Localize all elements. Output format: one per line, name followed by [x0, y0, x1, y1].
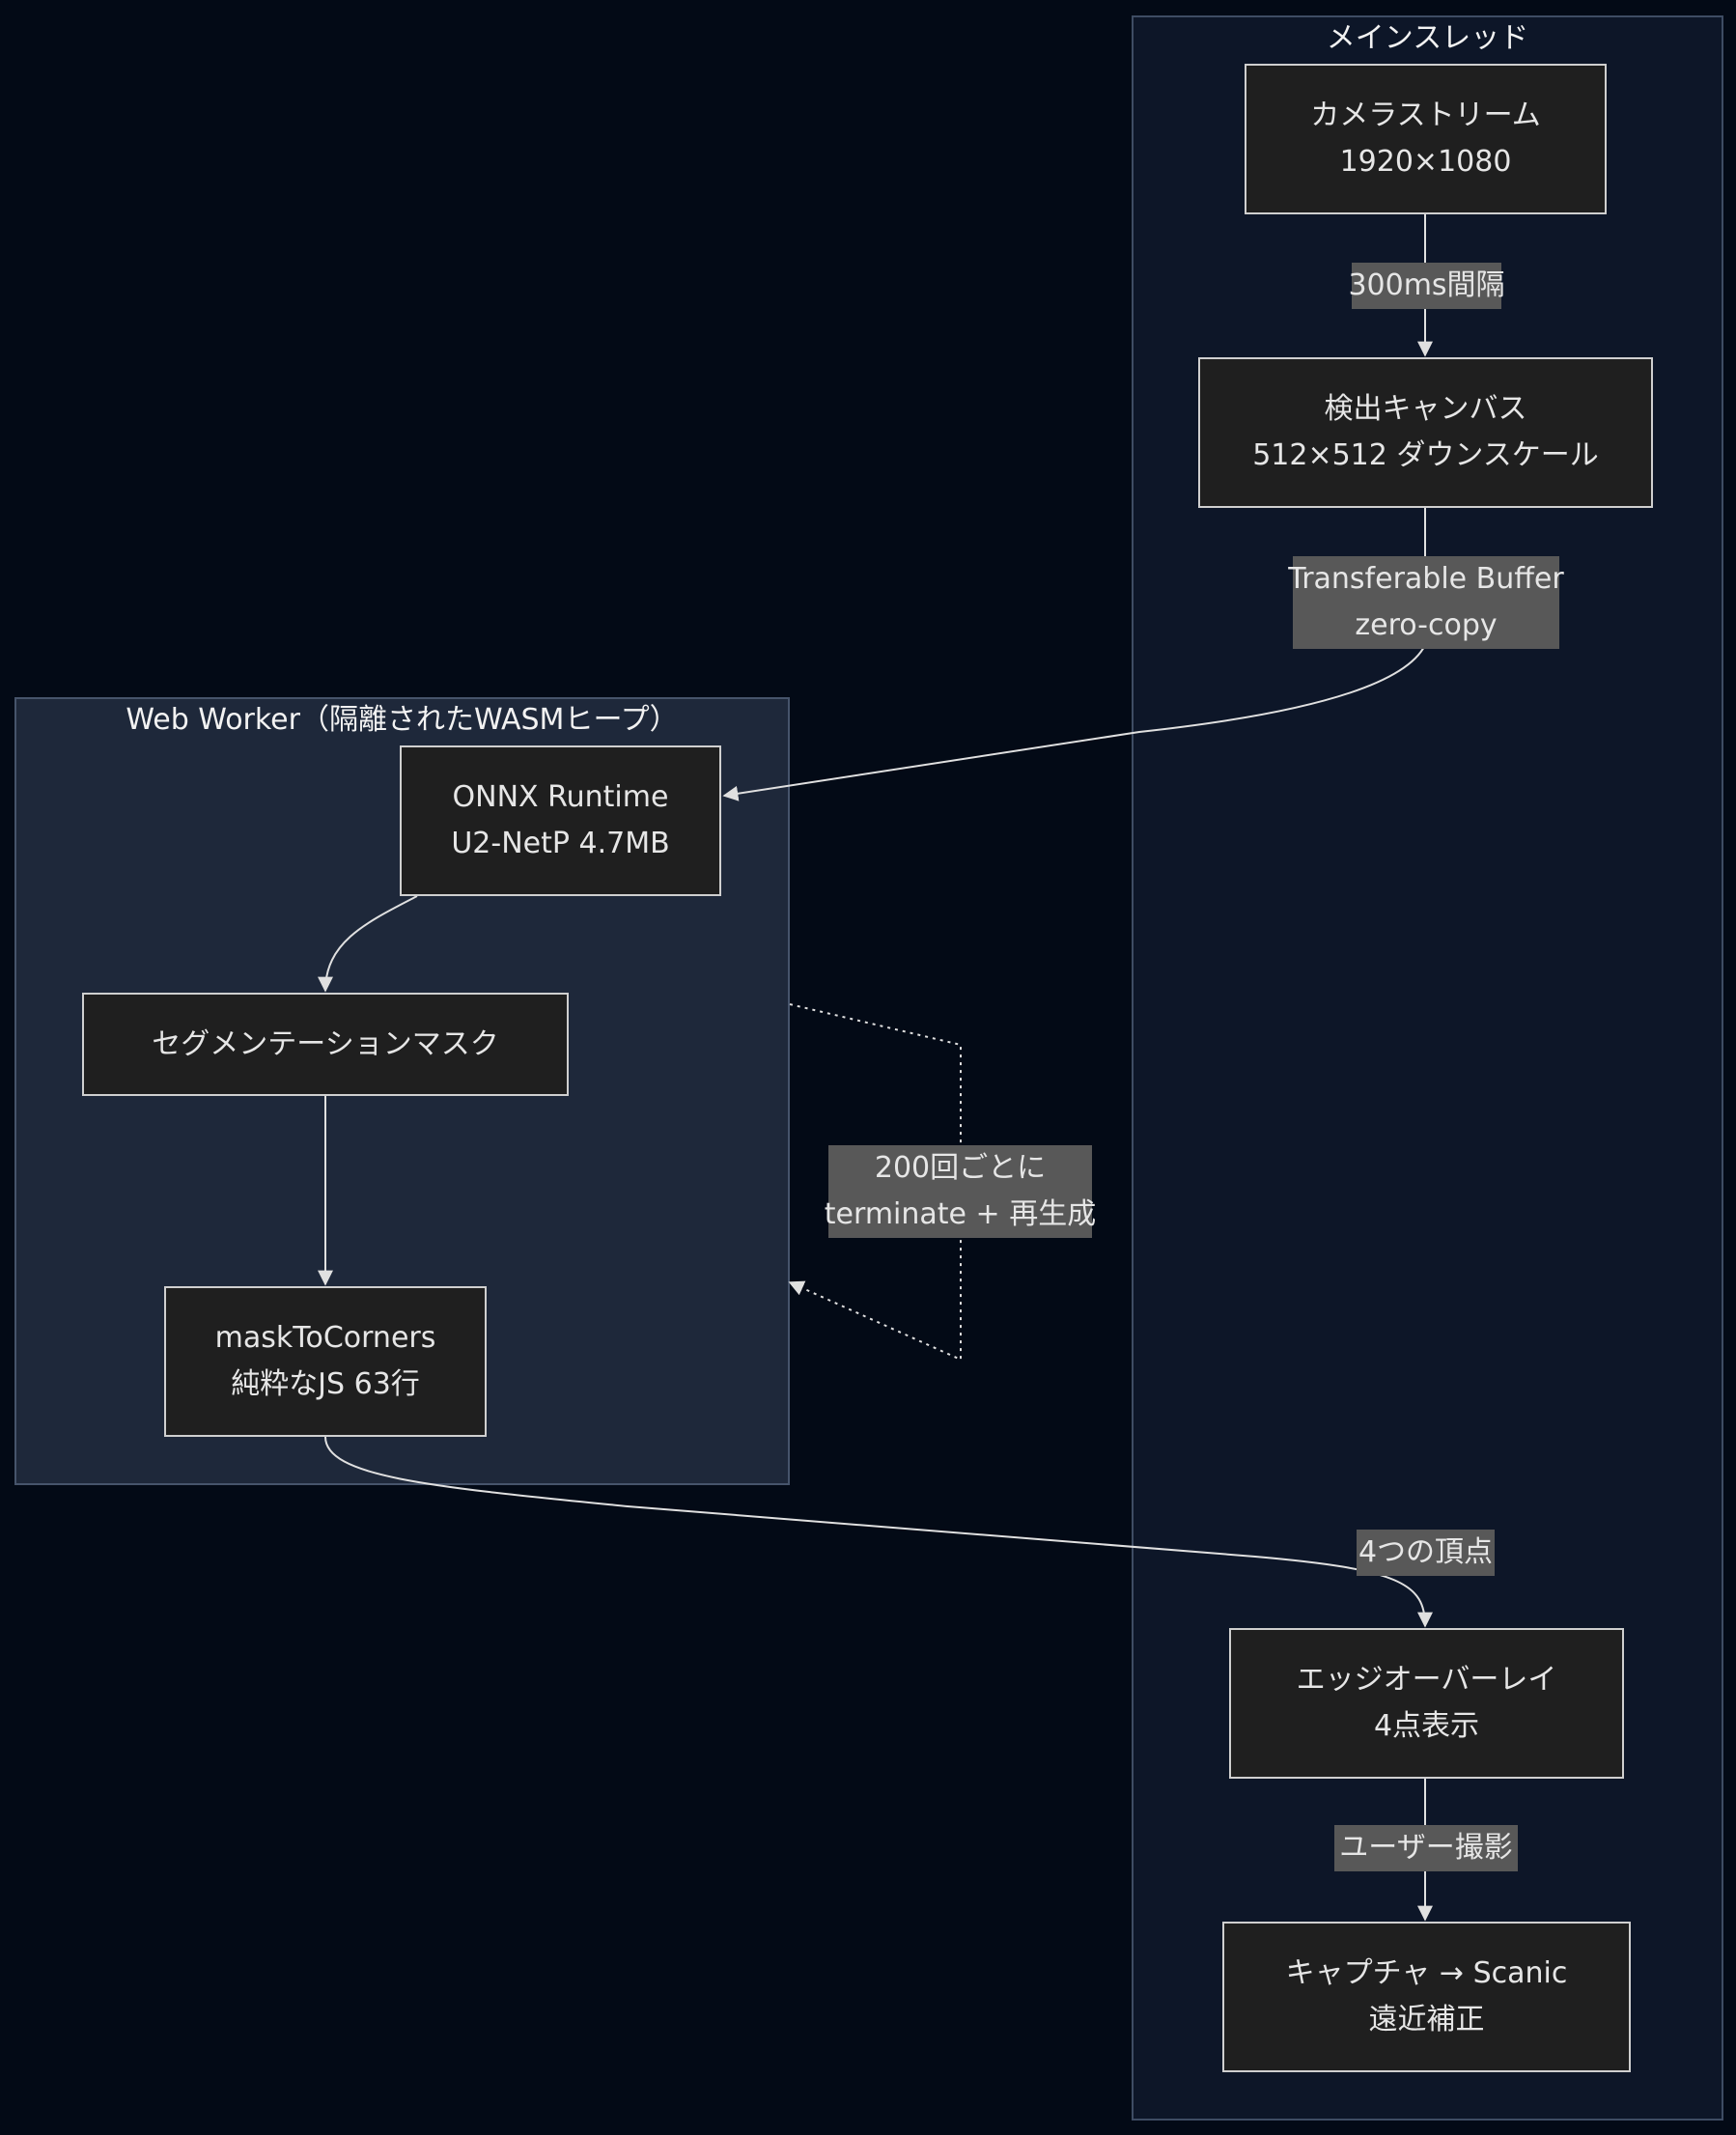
onnx-model-label: U2-NetP 4.7MB [451, 827, 670, 860]
edge-label-transferable-line2: zero-copy [1355, 608, 1498, 642]
camera-stream-resolution: 1920×1080 [1339, 145, 1512, 179]
edge-label-vertices: 4つの頂点 [1357, 1530, 1495, 1576]
edge-label-interval: 300ms間隔 [1348, 263, 1505, 309]
detection-canvas-size: 512×512 ダウンスケール [1252, 438, 1599, 472]
edge-overlay-node: エッジオーバーレイ 4点表示 [1229, 1628, 1624, 1779]
segmentation-mask-label: セグメンテーションマスク [152, 1026, 499, 1061]
onnx-runtime-node: ONNX Runtime U2-NetP 4.7MB [400, 745, 721, 896]
capture-detail: 遠近補正 [1368, 2003, 1485, 2037]
capture-node: キャプチャ → Scanic 遠近補正 [1222, 1922, 1631, 2072]
web-worker-title: Web Worker（隔離されたWASMヒープ） [126, 703, 679, 737]
edge-label-recycle-line2: terminate + 再生成 [824, 1197, 1097, 1231]
onnx-runtime-label: ONNX Runtime [452, 780, 669, 814]
mask-to-corners-node: maskToCorners 純粋なJS 63行 [164, 1286, 487, 1437]
edge-label-transferable: Transferable Buffer zero-copy [1288, 556, 1564, 649]
edge-overlay-detail: 4点表示 [1373, 1709, 1480, 1743]
edge-label-transferable-line1: Transferable Buffer [1288, 562, 1564, 596]
detection-canvas-label: 検出キャンバス [1324, 392, 1527, 426]
edge-label-recycle-line1: 200回ごとに [874, 1151, 1047, 1185]
edge-overlay-label: エッジオーバーレイ [1296, 1663, 1557, 1697]
detection-canvas-node: 検出キャンバス 512×512 ダウンスケール [1198, 357, 1653, 508]
edge-corners-overlay [324, 1436, 1433, 1628]
edge-label-user-capture: ユーザー撮影 [1334, 1825, 1518, 1871]
camera-stream-node: カメラストリーム 1920×1080 [1245, 64, 1607, 214]
segmentation-mask-node: セグメンテーションマスク [82, 993, 569, 1096]
mask-to-corners-detail: 純粋なJS 63行 [231, 1367, 420, 1401]
main-thread-title: メインスレッド [1326, 21, 1529, 55]
camera-stream-label: カメラストリーム [1310, 98, 1541, 132]
mask-to-corners-label: maskToCorners [214, 1321, 436, 1355]
edge-onnx-mask [318, 895, 418, 993]
edge-canvas-onnx [722, 508, 1426, 801]
edge-label-recycle: 200回ごとに terminate + 再生成 [825, 1145, 1096, 1238]
capture-label: キャプチャ → Scanic [1285, 1956, 1568, 1990]
